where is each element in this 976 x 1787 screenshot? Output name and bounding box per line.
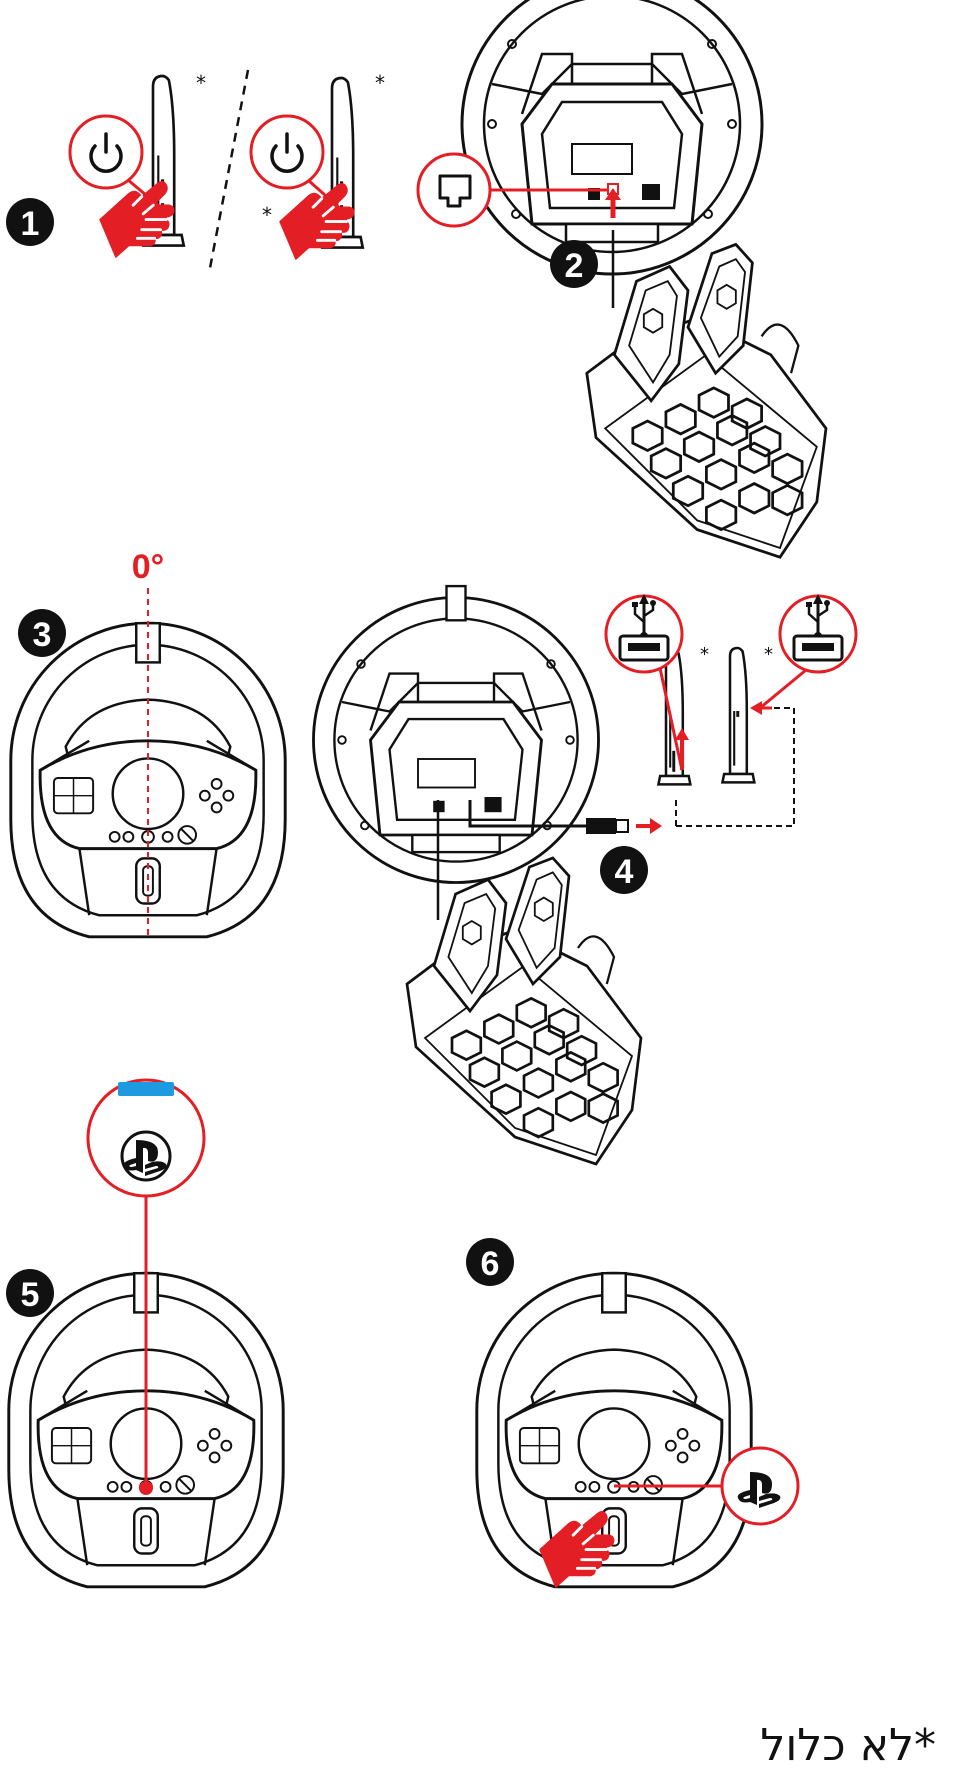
step-5-group: 5 [6, 1080, 283, 1587]
step-4-number: 4 [615, 853, 634, 891]
step-2-group: 2 [418, 0, 826, 557]
ps-led-indicator [118, 1082, 174, 1096]
step-1-group: 1 * * * [6, 70, 385, 268]
not-included-asterisk-3: * [262, 203, 272, 227]
ps-callout-press [722, 1448, 798, 1524]
usb-plug [586, 818, 616, 834]
step-6-group: 6 [466, 1238, 798, 1587]
pedal-set-2 [407, 858, 641, 1164]
wheel-back-view-usb [314, 586, 599, 882]
not-included-footnote: *לא כלול [760, 1720, 936, 1771]
or-divider [210, 70, 248, 268]
step-3-group: 3 0° [11, 548, 285, 940]
not-included-asterisk-1: * [196, 71, 206, 95]
not-included-asterisk-2: * [375, 71, 385, 95]
center-angle-label: 0° [132, 548, 165, 586]
step-6-number: 6 [481, 1245, 500, 1283]
pedal-set [587, 244, 826, 557]
not-included-asterisk-5: * [764, 644, 773, 665]
step-4-group: 4 * * [314, 586, 857, 1164]
usb-port-icon [620, 636, 668, 660]
usb-port-icon [794, 636, 842, 660]
step-5-number: 5 [21, 1276, 40, 1314]
rj12-callout [418, 154, 490, 226]
step-2-number: 2 [565, 247, 584, 285]
step-1-number: 1 [21, 205, 40, 243]
not-included-asterisk-4: * [700, 644, 709, 665]
step-3-number: 3 [33, 616, 52, 654]
